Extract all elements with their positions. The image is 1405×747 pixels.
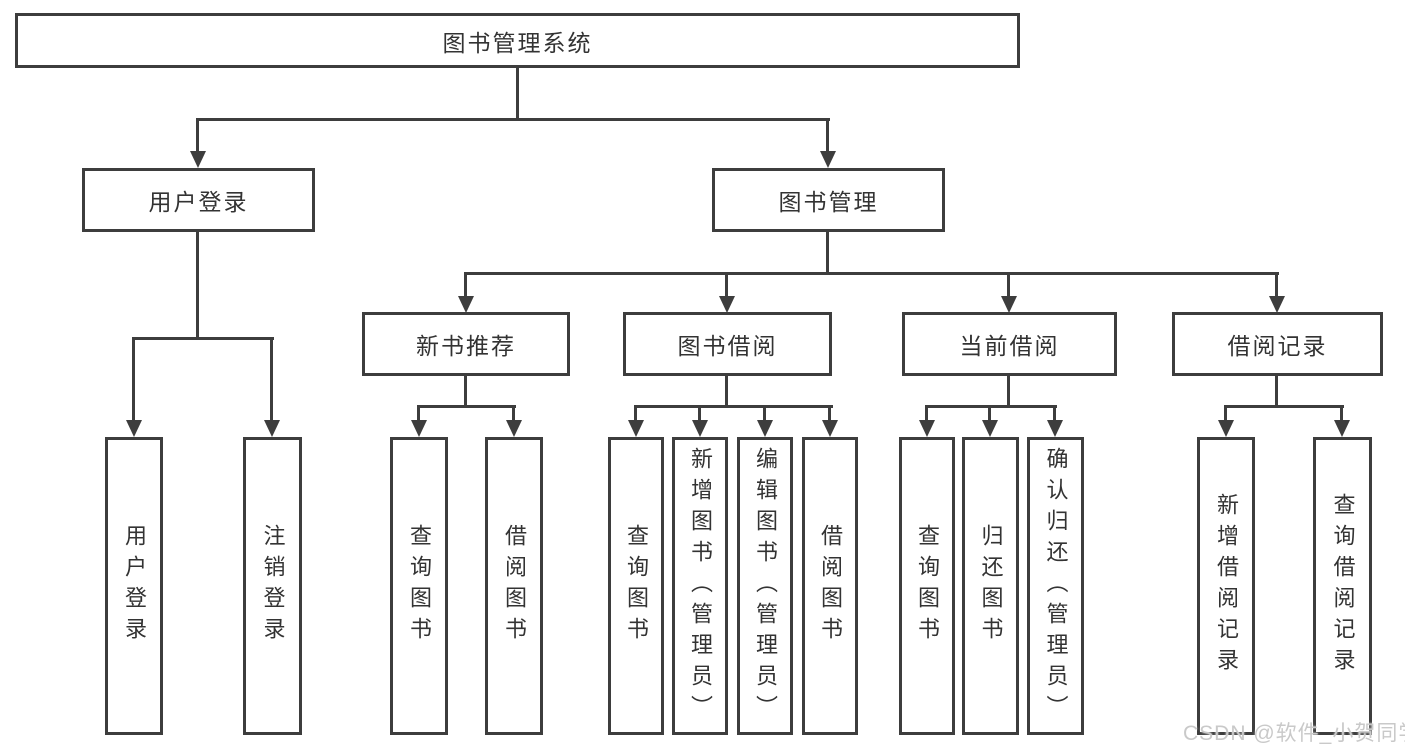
arrow-down-icon <box>822 420 838 437</box>
arrow-down-icon <box>264 420 280 437</box>
arrow-down-icon <box>1047 420 1063 437</box>
node-label: 借阅记录 <box>1227 333 1328 359</box>
connector-userlogin-stem <box>196 232 199 337</box>
arrow-down-icon <box>982 420 998 437</box>
connector-current-branch <box>925 405 1057 408</box>
leaf-borrow-books-recommend: 借阅图书 <box>485 437 543 735</box>
connector-userlogin-drop-1 <box>132 337 135 422</box>
connector-current-drop-2 <box>988 405 991 423</box>
connector-borrowing-drop-3 <box>763 405 766 423</box>
node-user-login: 用户登录 <box>82 168 315 232</box>
node-borrowing-records: 借阅记录 <box>1172 312 1383 376</box>
connector-borrowing-branch <box>634 405 833 408</box>
node-label: 查询图书 <box>915 524 940 648</box>
arrow-down-icon <box>1334 420 1350 437</box>
connector-recommend-branch <box>417 405 516 408</box>
connector-bookmgmt-branch <box>464 272 1279 275</box>
arrow-down-icon <box>628 420 644 437</box>
connector-current-drop-1 <box>925 405 928 423</box>
leaf-query-books-current: 查询图书 <box>899 437 955 735</box>
leaf-confirm-return-admin: 确认归还（管理员） <box>1027 437 1084 735</box>
arrow-down-icon <box>757 420 773 437</box>
arrow-down-icon <box>820 151 836 168</box>
connector-records-stem <box>1275 376 1278 405</box>
node-label: 新书推荐 <box>416 333 516 359</box>
node-label: 用户登录 <box>148 189 249 215</box>
node-label: 当前借阅 <box>959 333 1060 359</box>
node-label: 查询图书 <box>407 524 432 648</box>
node-label: 查询借阅记录 <box>1330 493 1356 679</box>
arrow-down-icon <box>1001 296 1017 313</box>
arrow-down-icon <box>692 420 708 437</box>
connector-borrowing-stem <box>725 376 728 405</box>
arrow-down-icon <box>190 151 206 168</box>
connector-bookmgmt-drop-4 <box>1275 272 1278 298</box>
arrow-down-icon <box>126 420 142 437</box>
arrow-down-icon <box>919 420 935 437</box>
leaf-add-borrow-record: 新增借阅记录 <box>1197 437 1255 735</box>
node-label: 确认归还（管理员） <box>1043 446 1069 726</box>
connector-userlogin-branch <box>132 337 274 340</box>
node-label: 图书管理 <box>778 189 879 215</box>
connector-bookmgmt-drop-2 <box>725 272 728 298</box>
node-current-borrowing: 当前借阅 <box>902 312 1117 376</box>
connector-userlogin-drop-2 <box>270 337 273 422</box>
node-new-book-recommend: 新书推荐 <box>362 312 570 376</box>
connector-records-branch <box>1224 405 1344 408</box>
leaf-query-books-borrowing: 查询图书 <box>608 437 664 735</box>
leaf-logout: 注销登录 <box>243 437 302 735</box>
connector-borrowing-drop-1 <box>634 405 637 423</box>
leaf-add-books-admin: 新增图书（管理员） <box>672 437 728 735</box>
arrow-down-icon <box>411 420 427 437</box>
arrow-down-icon <box>1218 420 1234 437</box>
connector-recommend-drop-2 <box>512 405 515 423</box>
connector-borrowing-drop-2 <box>698 405 701 423</box>
leaf-query-borrow-record: 查询借阅记录 <box>1313 437 1372 735</box>
connector-root-branch <box>196 118 830 121</box>
node-label: 图书借阅 <box>677 333 778 359</box>
connector-records-drop-2 <box>1340 405 1343 423</box>
connector-borrowing-drop-4 <box>828 405 831 423</box>
connector-bookmgmt-stem <box>826 232 829 272</box>
leaf-return-books: 归还图书 <box>962 437 1019 735</box>
node-label: 用户登录 <box>122 524 147 648</box>
arrow-down-icon <box>1269 296 1285 313</box>
node-label: 图书管理系统 <box>442 29 593 56</box>
connector-bookmgmt-drop-3 <box>1007 272 1010 298</box>
connector-root-drop-left <box>196 118 199 153</box>
leaf-query-books-recommend: 查询图书 <box>390 437 448 735</box>
leaf-edit-books-admin: 编辑图书（管理员） <box>737 437 793 735</box>
node-label: 编辑图书（管理员） <box>753 446 778 726</box>
node-label: 借阅图书 <box>502 524 527 648</box>
connector-current-drop-3 <box>1053 405 1056 423</box>
node-book-borrowing: 图书借阅 <box>623 312 832 376</box>
arrow-down-icon <box>458 296 474 313</box>
arrow-down-icon <box>506 420 522 437</box>
connector-current-stem <box>1007 376 1010 405</box>
connector-recommend-drop-1 <box>417 405 420 423</box>
connector-root-stem <box>516 68 519 118</box>
node-label: 借阅图书 <box>818 524 843 648</box>
csdn-watermark: CSDN @软件_小贺同学 <box>1183 722 1405 745</box>
node-label: 归还图书 <box>978 524 1004 648</box>
node-library-system: 图书管理系统 <box>15 13 1020 68</box>
connector-bookmgmt-drop-1 <box>464 272 467 298</box>
leaf-user-login: 用户登录 <box>105 437 163 735</box>
leaf-borrow-books: 借阅图书 <box>802 437 858 735</box>
connector-recommend-stem <box>464 376 467 405</box>
connector-records-drop-1 <box>1224 405 1227 423</box>
node-label: 新增图书（管理员） <box>688 446 713 726</box>
node-label: 查询图书 <box>624 524 649 648</box>
node-label: 注销登录 <box>260 524 286 648</box>
connector-root-drop-right <box>826 118 829 153</box>
node-label: 新增借阅记录 <box>1214 493 1239 679</box>
node-book-management: 图书管理 <box>712 168 945 232</box>
arrow-down-icon <box>719 296 735 313</box>
